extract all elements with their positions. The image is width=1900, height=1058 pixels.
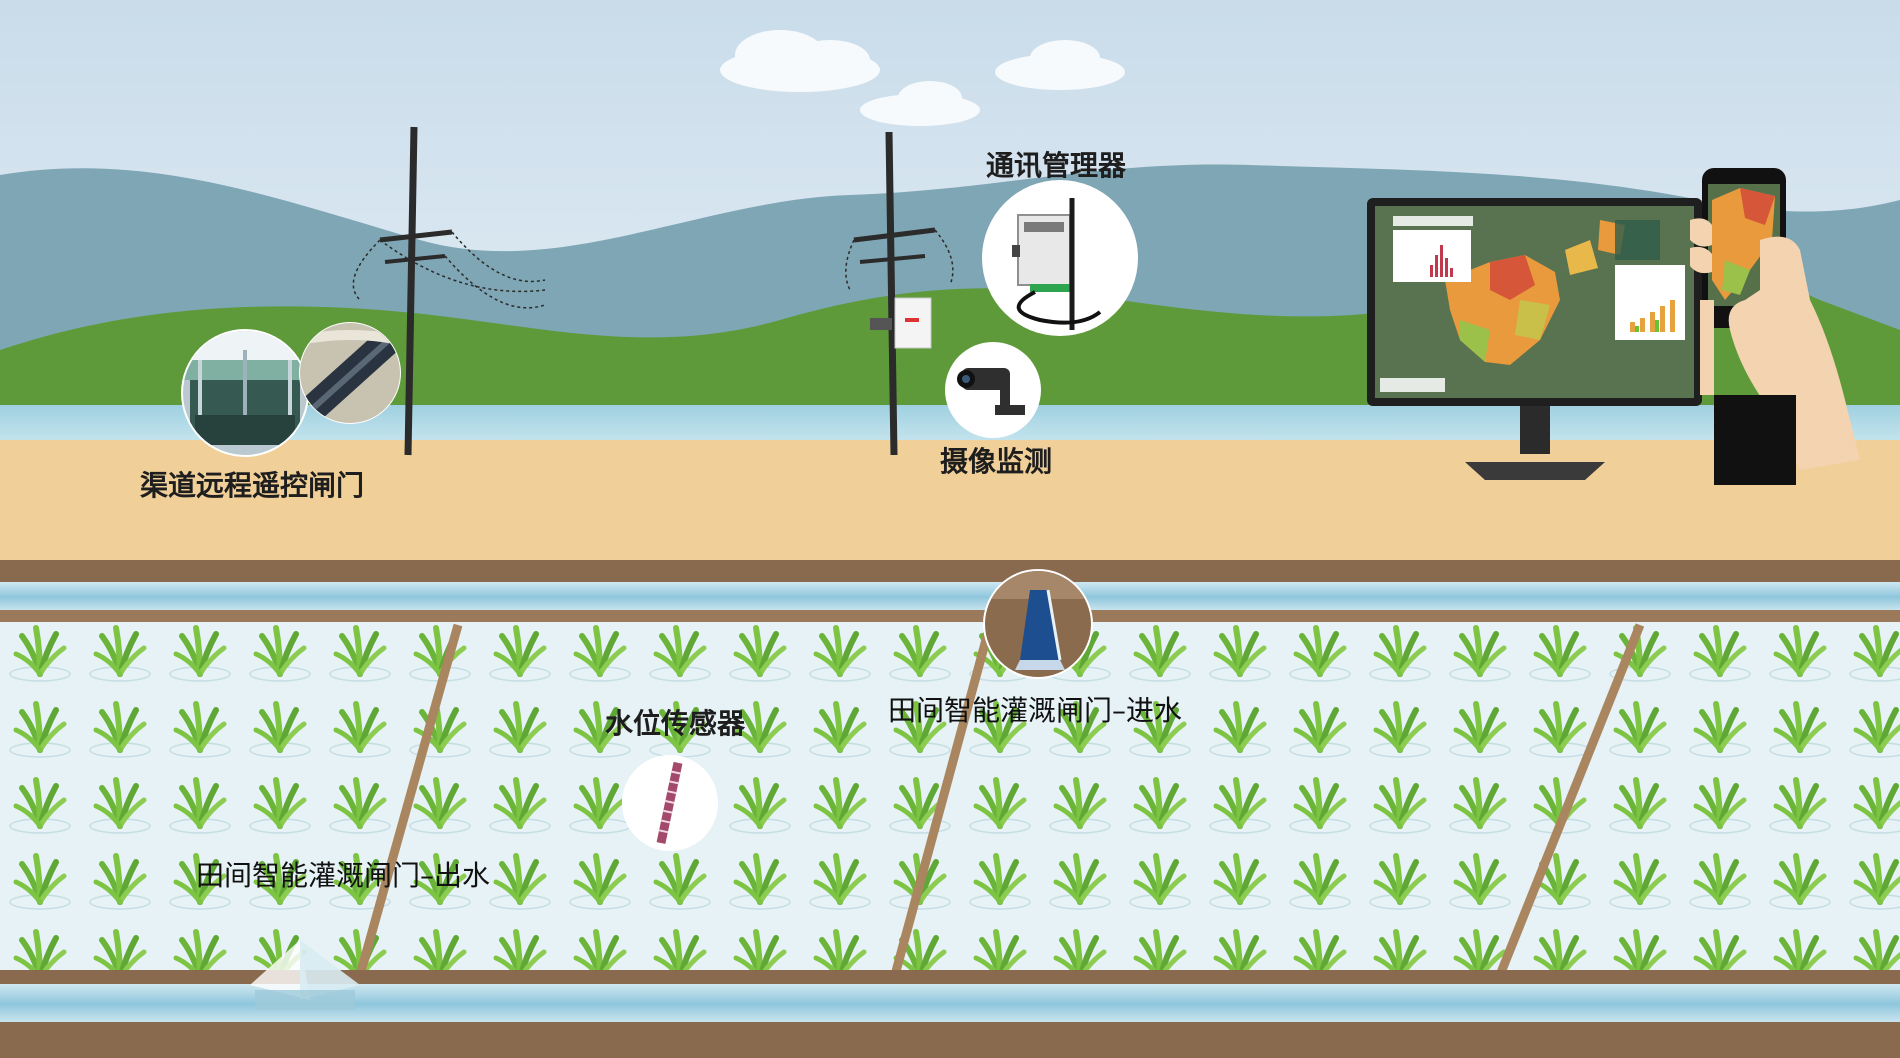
power-pole-2 <box>845 131 954 456</box>
channel-gate-label: 渠道远程遥控闸门 <box>140 469 365 502</box>
gis-dashboard-icon <box>1367 198 1702 480</box>
water-sensor-label: 水位传感器 <box>605 707 746 740</box>
upper-dike <box>0 560 1900 582</box>
cctv-camera-icon <box>945 342 1041 438</box>
water-level-probe-icon <box>622 755 718 851</box>
rice-plants <box>0 622 1900 974</box>
river <box>0 405 1900 445</box>
hand-icon <box>1690 218 1860 485</box>
inlet-gate-label: 田间智能灌溉闸门–进水 <box>888 694 1183 727</box>
outlet-gate-label: 田间智能灌溉闸门–出水 <box>196 859 491 892</box>
communication-box-icon <box>982 180 1138 336</box>
upper-channel <box>0 582 1900 612</box>
outlet-gate-glare <box>250 940 360 1010</box>
camera-label: 摄像监测 <box>940 445 1053 478</box>
field-dividers <box>355 623 1645 977</box>
sluice-gate-icon <box>181 329 309 457</box>
lower-dike <box>0 970 1900 984</box>
field-top-dike <box>0 610 1900 622</box>
control-box <box>870 297 932 349</box>
bottom-dike <box>0 1022 1900 1058</box>
inlet-gate-icon <box>983 569 1093 679</box>
sand-bank <box>0 440 1900 562</box>
cloud <box>720 30 1125 126</box>
comm-manager-label: 通讯管理器 <box>986 149 1127 182</box>
pipe-icon <box>299 322 401 424</box>
power-pole-1 <box>352 126 546 456</box>
